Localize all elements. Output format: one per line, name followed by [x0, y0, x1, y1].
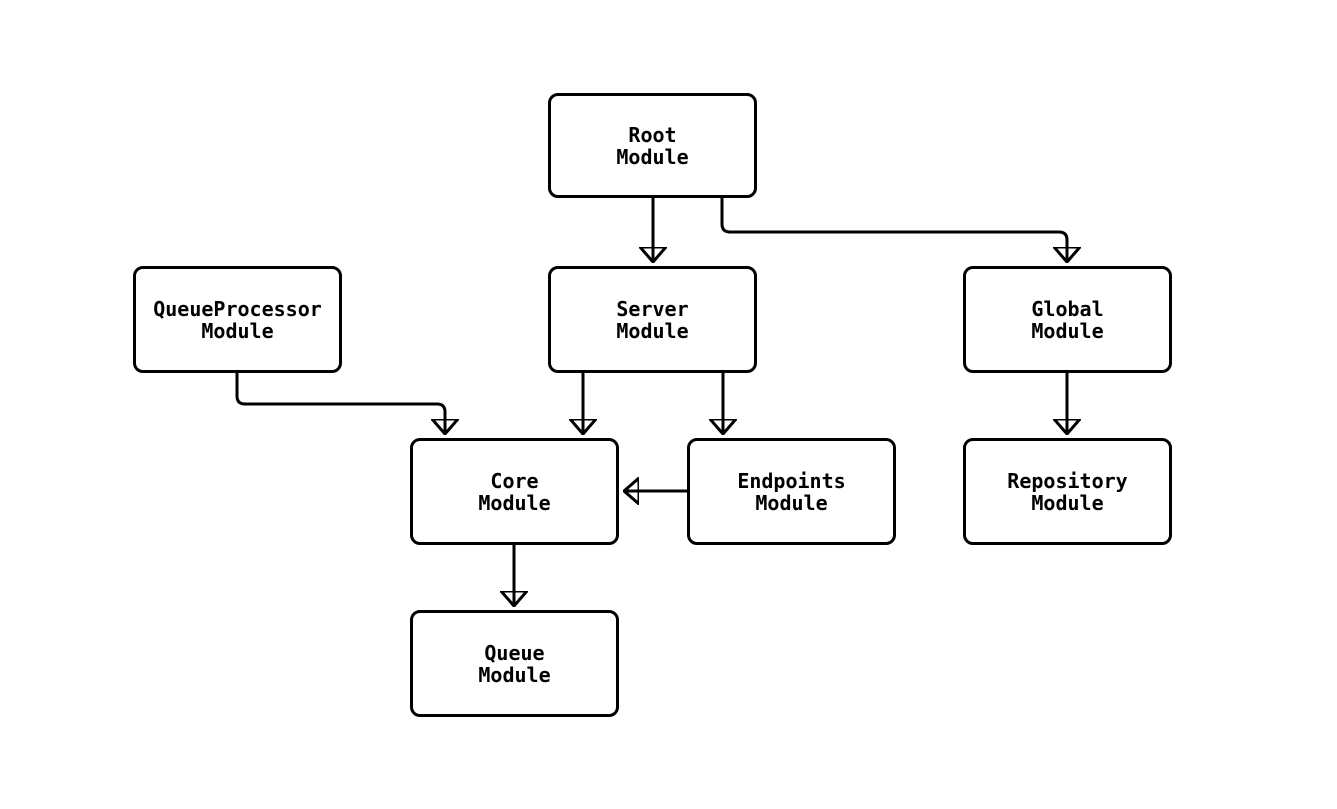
node-endpoints-module: Endpoints Module — [687, 438, 896, 545]
node-server-module-label: Server Module — [616, 296, 689, 343]
node-queue-module-label: Queue Module — [478, 640, 551, 687]
edge-queueprocessor-to-core — [235, 373, 445, 434]
edge-root-to-global — [720, 198, 1067, 262]
node-core-module-label: Core Module — [478, 468, 551, 515]
node-repository-module: Repository Module — [963, 438, 1172, 545]
node-global-module-label: Global Module — [1031, 296, 1104, 343]
node-root-module: Root Module — [548, 93, 757, 198]
node-global-module: Global Module — [963, 266, 1172, 373]
node-queueprocessor-module-label: QueueProcessor Module — [153, 296, 322, 343]
node-core-module: Core Module — [410, 438, 619, 545]
node-queue-module: Queue Module — [410, 610, 619, 717]
node-root-module-label: Root Module — [616, 122, 689, 169]
node-endpoints-module-label: Endpoints Module — [737, 468, 846, 515]
node-server-module: Server Module — [548, 266, 757, 373]
node-queueprocessor-module: QueueProcessor Module — [133, 266, 342, 373]
node-repository-module-label: Repository Module — [1007, 468, 1128, 515]
